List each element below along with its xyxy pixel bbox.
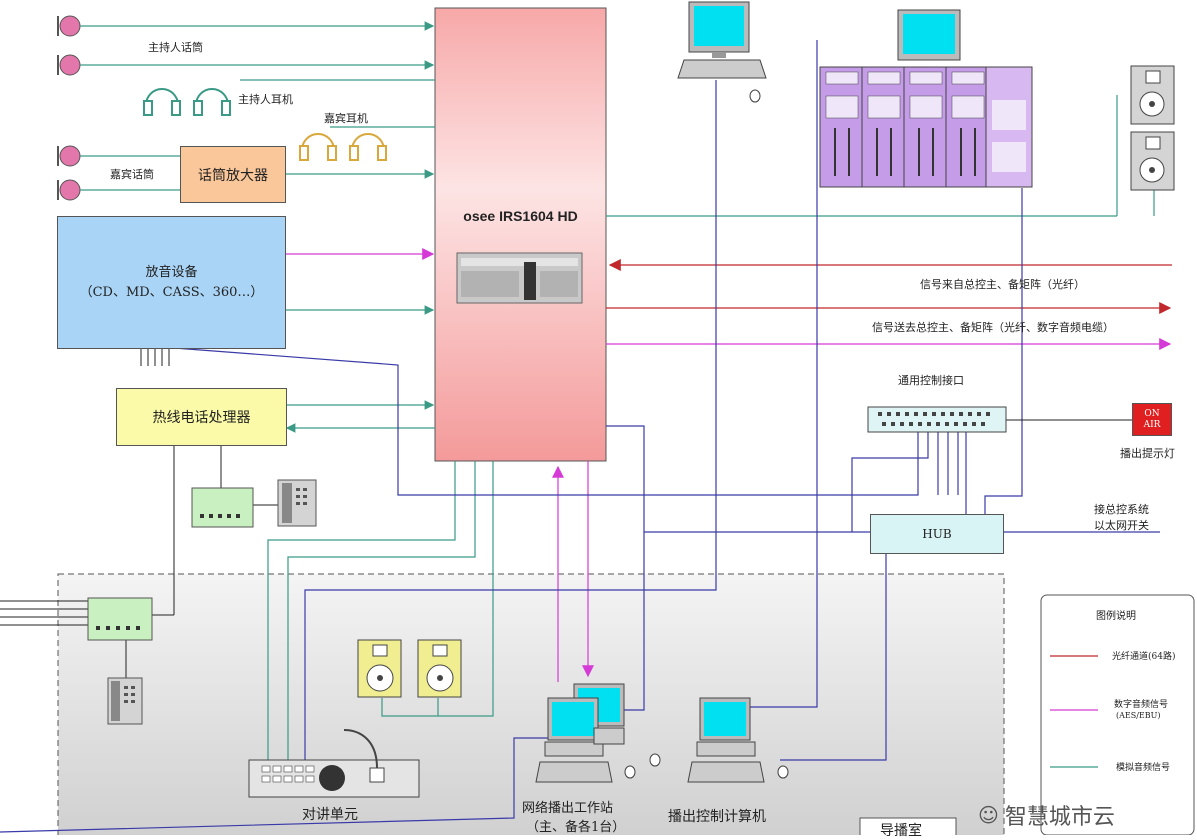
gpio-panel-icon bbox=[867, 406, 1007, 433]
mic-amplifier-box: 话筒放大器 bbox=[180, 146, 286, 203]
main-unit-title: osee IRS1604 HD bbox=[463, 208, 578, 224]
intercom-unit-icon bbox=[248, 729, 420, 798]
telephone-icon-2 bbox=[107, 677, 143, 725]
host-headphone-label: 主持人耳机 bbox=[238, 93, 293, 106]
hub-label: HUB bbox=[922, 527, 952, 541]
phone-hybrid-box-2 bbox=[87, 597, 153, 641]
guest-headphone-icons bbox=[299, 133, 387, 161]
signal-out-label: 信号送去总控主、备矩阵（光纤、数字音频电缆） bbox=[872, 321, 1114, 334]
host-mic-icons bbox=[57, 15, 81, 76]
mic-amplifier-label: 话筒放大器 bbox=[198, 167, 268, 184]
signal-in-label: 信号来自总控主、备矩阵（光纤） bbox=[920, 278, 1085, 291]
main-unit-box bbox=[434, 7, 607, 462]
intercom-label: 对讲单元 bbox=[302, 807, 358, 823]
phone-hybrid-box-1 bbox=[191, 487, 254, 528]
host-mic-label: 主持人话筒 bbox=[148, 41, 203, 54]
hub-note-2: 以太网开关 bbox=[1094, 519, 1149, 532]
legend-frame bbox=[1040, 594, 1195, 835]
gpio-label: 通用控制接口 bbox=[898, 374, 964, 387]
top-computer-icon bbox=[677, 1, 767, 103]
onair-light-label: 播出提示灯 bbox=[1120, 447, 1175, 460]
hotline-processor-box: 热线电话处理器 bbox=[116, 388, 287, 446]
workstation-label-2: （主、备各1台） bbox=[526, 820, 626, 835]
workstation-label-1: 网络播出工作站 bbox=[522, 801, 614, 816]
director-room-area bbox=[57, 573, 1005, 835]
guest-mic-label: 嘉宾话筒 bbox=[110, 168, 154, 181]
legend-item-fiber: 光纤通道(64路) bbox=[1112, 652, 1176, 662]
onair-text: ON AIR bbox=[1143, 408, 1161, 430]
watermark: ☺ 智慧城市云 bbox=[978, 800, 1115, 830]
playback-title: 放音设备 bbox=[145, 264, 198, 280]
legend-item-analog: 模拟音频信号 bbox=[1116, 763, 1171, 773]
studio-speaker-icons bbox=[357, 639, 462, 698]
legend-item-digital: 数字音频信号 bbox=[1114, 700, 1169, 710]
watermark-text: 智慧城市云 bbox=[1004, 805, 1115, 830]
control-computer-icon bbox=[687, 697, 789, 783]
guest-headphone-label: 嘉宾耳机 bbox=[324, 112, 368, 125]
playback-device-box: 放音设备 （CD、MD、CASS、360…） bbox=[57, 216, 286, 349]
wechat-icon: ☺ bbox=[978, 803, 999, 827]
director-room-label: 导播室 bbox=[880, 823, 922, 839]
hub-box: HUB bbox=[870, 514, 1004, 554]
rack-device-image bbox=[456, 252, 583, 304]
hotline-processor-label: 热线电话处理器 bbox=[152, 410, 251, 426]
speaker-icons-right bbox=[1130, 65, 1175, 191]
mixing-console-icon bbox=[819, 9, 1033, 188]
playback-subtitle: （CD、MD、CASS、360…） bbox=[79, 284, 264, 300]
onair-light: ON AIR bbox=[1132, 403, 1172, 436]
telephone-icon-1 bbox=[277, 479, 317, 527]
legend-item-digital-sub: (AES/EBU) bbox=[1116, 711, 1161, 720]
host-headphone-icons bbox=[143, 88, 231, 116]
hub-note-1: 接总控系统 bbox=[1094, 503, 1149, 516]
control-pc-label: 播出控制计算机 bbox=[668, 809, 766, 825]
guest-mic-icons bbox=[57, 145, 81, 201]
legend-title: 图例说明 bbox=[1096, 611, 1136, 622]
workstation-computer-icons bbox=[535, 683, 661, 783]
